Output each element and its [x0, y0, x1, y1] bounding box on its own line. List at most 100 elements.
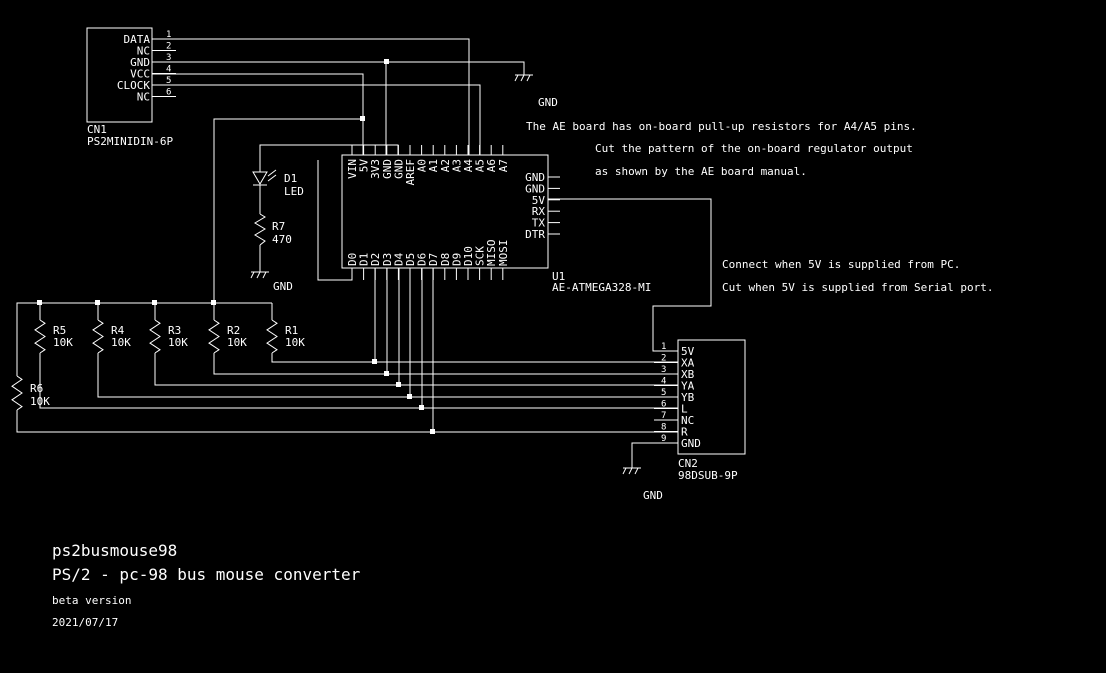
wire-r6-top [16, 302, 40, 376]
cn2-pin-label: R [681, 426, 688, 439]
footer-description: PS/2 - pc-98 bus mouse converter [52, 565, 361, 584]
u1-top-pin-label: A4 [462, 159, 475, 173]
wire-d0 [317, 160, 353, 281]
wires [16, 38, 712, 468]
wire-data [152, 38, 470, 155]
resistor-ref: R3 [168, 324, 181, 337]
cn2-pin-label: XB [681, 368, 695, 381]
wire-5v-cn2 [548, 198, 712, 352]
resistor-ref: R6 [30, 382, 43, 395]
cn1-value: PS2MINIDIN-6P [87, 135, 173, 148]
footer-name: ps2busmouse98 [52, 541, 177, 560]
note-cut: Cut when 5V is supplied from Serial port… [722, 281, 994, 294]
u1-top-pin-label: A7 [497, 159, 510, 172]
cn2-pin-number: 5 [661, 388, 666, 398]
cn1-pin-number: 2 [166, 42, 171, 52]
cn2-pin-label: NC [681, 414, 694, 427]
cn2-pin-label: XA [681, 357, 695, 370]
resistor-ref: R2 [227, 324, 240, 337]
wire-5v-rail [213, 118, 363, 303]
u1-bottom-pin-label: D4 [392, 252, 405, 266]
u1-right-pin-label: GND [525, 171, 545, 184]
resistor-value: 10K [285, 336, 305, 349]
u1-bottom-pin-label: D0 [346, 253, 359, 266]
u1-right-pin-label: 5V [532, 194, 546, 207]
cn1-pin-number: 4 [166, 65, 171, 75]
gnd-label: GND [538, 96, 558, 109]
gnd-cn1: GND [514, 74, 558, 109]
u1-top-pin-label: A5 [474, 159, 487, 172]
cn2-pin-number: 9 [661, 434, 666, 444]
junction [372, 359, 377, 364]
cn2-value: 98DSUB-9P [678, 469, 738, 482]
resistor-icon [11, 375, 23, 411]
junction [407, 394, 412, 399]
junction [384, 59, 389, 64]
cn1-pin-label: NC [137, 91, 150, 104]
u1-bottom-pin-label: D6 [416, 253, 429, 266]
u1-top-pin-label: GND [392, 159, 405, 179]
cn2-pin-number: 4 [661, 377, 666, 387]
resistor-value: 10K [111, 336, 131, 349]
u1-bottom-pin-label: MISO [485, 240, 498, 267]
u1-top-pin-label: A6 [485, 159, 498, 172]
u1-top-pin-label: GND [381, 159, 394, 179]
u1-top-pin-label: AREF [404, 159, 417, 186]
u1-top-pin-label: A0 [416, 159, 429, 172]
u1-top-pin-label: A1 [427, 159, 440, 172]
cn2-pin-label: 5V [681, 345, 695, 358]
cn1-pin-number: 3 [166, 53, 171, 63]
junction [396, 382, 401, 387]
cn1-pin-number: 1 [166, 30, 171, 40]
junction [37, 300, 42, 305]
resistor-icon [34, 319, 46, 354]
resistor-ref: R1 [285, 324, 298, 337]
cn2-pin-label: L [681, 403, 688, 416]
note-connect: Connect when 5V is supplied from PC. [722, 258, 960, 271]
cn2-pin-label: YB [681, 391, 695, 404]
note-regulator-1: Cut the pattern of the on-board regulato… [595, 142, 913, 155]
junction [430, 429, 435, 434]
wire-ya [154, 353, 678, 386]
u1-module: VIN5V3V3GNDGNDAREFA0A1A2A3A4A5A6A7D0D1D2… [341, 145, 651, 294]
u1-bottom-pin-label: D9 [450, 253, 463, 266]
gnd-label: GND [273, 280, 293, 293]
note-pullup: The AE board has on-board pull-up resist… [526, 120, 917, 133]
cn1-pin-label: CLOCK [117, 79, 150, 92]
wire-led-top [259, 144, 399, 172]
resistor-icon [266, 319, 278, 354]
resistor-r7: R7 470 [254, 213, 292, 246]
wire-cn2-gnd [631, 442, 678, 468]
cn1-pin-label: NC [137, 45, 150, 58]
u1-right-pin-label: TX [532, 217, 546, 230]
wire-vcc [152, 73, 364, 155]
u1-bottom-pin-label: D1 [358, 253, 371, 266]
cn2-pin-number: 7 [661, 411, 666, 421]
cn1-pin-label: GND [130, 56, 150, 69]
cn1-pin-number: 6 [166, 88, 171, 98]
u1-ref: U1 [552, 270, 565, 283]
u1-right-pin-label: RX [532, 205, 546, 218]
u1-bottom-pin-label: D10 [462, 246, 475, 266]
cn2-pin-number: 3 [661, 365, 666, 375]
resistor-icon [254, 213, 266, 246]
u1-bottom-pin-label: D5 [404, 253, 417, 266]
junctions [37, 59, 435, 434]
cn1-pin-label: DATA [124, 33, 151, 46]
cn1-ref: CN1 [87, 123, 107, 136]
resistor-ref: R4 [111, 324, 125, 337]
led-d1: D1 LED [252, 169, 304, 198]
cn2-pin-number: 2 [661, 354, 666, 364]
junction [152, 300, 157, 305]
d1-value: LED [284, 185, 304, 198]
resistor-ref: R5 [53, 324, 66, 337]
cn2-ref: CN2 [678, 457, 698, 470]
u1-bottom-pin-label: MOSI [497, 240, 510, 267]
wire-clock [152, 84, 481, 155]
junction [384, 371, 389, 376]
footer-date: 2021/07/17 [52, 616, 118, 629]
r7-value: 470 [272, 233, 292, 246]
